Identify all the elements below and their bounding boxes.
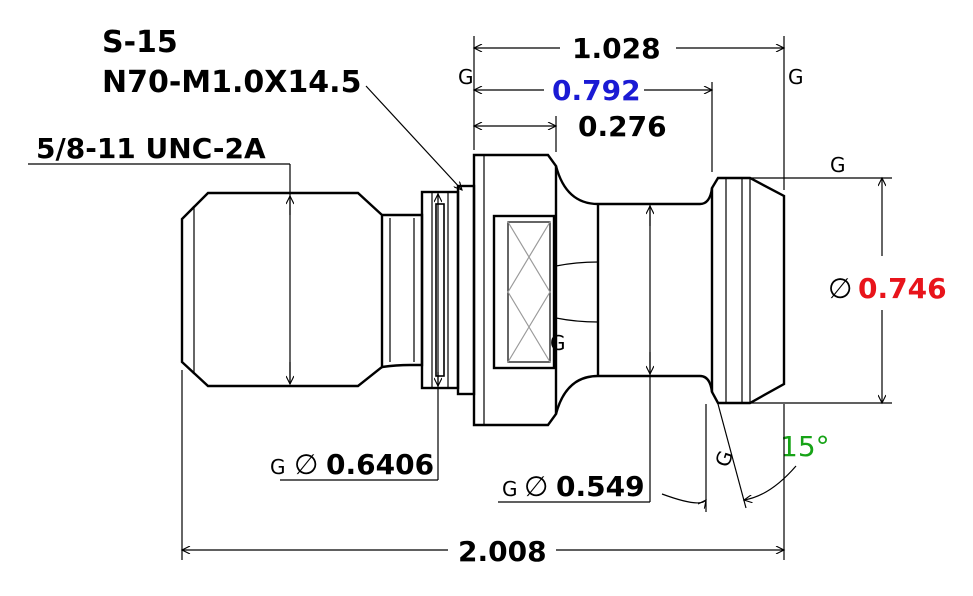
dim-angle: 15°: [780, 430, 830, 463]
thread-label: 5/8-11 UNC-2A: [36, 132, 266, 165]
gauge-mark-left: G: [458, 65, 474, 89]
neck-diameter-symbol: ∅: [524, 470, 548, 503]
part-outline: [180, 153, 786, 427]
dim-gauge-to-head: 0.792: [552, 74, 641, 107]
angle-slanted-ref: [717, 403, 747, 509]
head-diameter-symbol: ∅: [828, 272, 852, 305]
gauge-mark-neck-center: G: [550, 331, 566, 355]
dim-flange-diameter: 0.6406: [326, 448, 434, 481]
dim-neck-diameter: 0.549: [556, 470, 645, 503]
dim-head-diameter: 0.746: [858, 272, 947, 305]
gauge-mark-neck: G: [502, 477, 518, 501]
dim-flange-width: 0.276: [578, 110, 667, 143]
gauge-mark-flange: G: [270, 455, 286, 479]
part-name: S-15: [102, 25, 178, 60]
gauge-mark-angle: G: [710, 448, 738, 470]
dim-gauge-to-end: 1.028: [572, 32, 661, 65]
spec-leader: [365, 85, 462, 190]
part-spec: N70-M1.0X14.5: [102, 65, 361, 100]
gauge-mark-right: G: [788, 65, 804, 89]
dim-overall-length: 2.008: [458, 535, 547, 568]
gauge-mark-head: G: [830, 153, 846, 177]
flange-diameter-symbol: ∅: [294, 448, 318, 481]
